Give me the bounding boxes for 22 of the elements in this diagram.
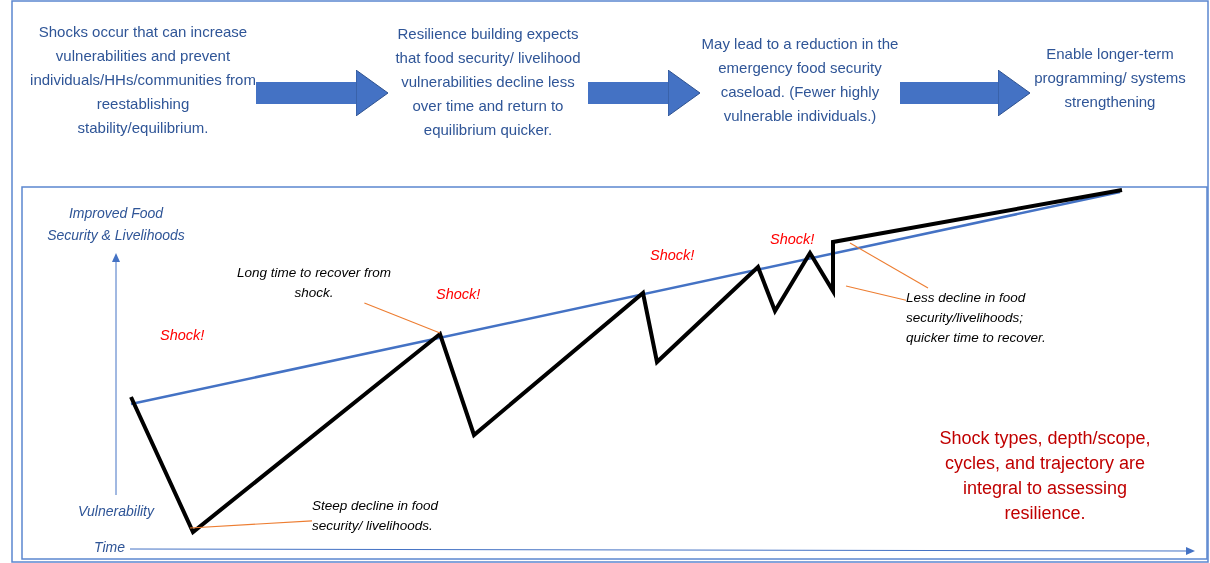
annotation-text: Long time to recover from shock.	[236, 263, 392, 303]
step-text: Resilience building expects that food security/ livelihood vulnerabilities decline less over time and return to equilibrium quicker.	[388, 22, 588, 142]
step-text: Enable longer-term programming/ systems strengthening	[1030, 42, 1190, 114]
leader-line	[189, 520, 313, 529]
axis-label: Time	[94, 538, 125, 557]
annotation-text: Steep decline in food security/ livelihoods.	[312, 496, 477, 536]
leader-line	[849, 242, 929, 289]
step-text: May lead to a reduction in the emergency food security caseload. (Fewer highly vulnerable individuals.)	[700, 32, 900, 128]
annotation-text: Less decline in food security/livelihoods; quicker time to recover.	[906, 288, 1054, 348]
axis-label: Improved Food Security & Livelihoods	[46, 204, 186, 245]
shock-label: Shock!	[770, 231, 815, 247]
leader-line	[363, 302, 441, 334]
leader-line	[845, 285, 907, 301]
note-text: Shock types, depth/scope, cycles, and trajectory are integral to assessing resilience.	[938, 427, 1152, 525]
shock-label: Shock!	[650, 247, 695, 263]
axis-label: Vulnerability	[77, 502, 156, 521]
block-arrow	[588, 69, 701, 117]
shock-label: Shock!	[436, 286, 481, 302]
block-arrow	[256, 69, 389, 117]
step-text: Shocks occur that can increase vulnerabilities and prevent individuals/HHs/communities from reestablishing stability/equilibrium.	[30, 20, 256, 140]
shock-label: Shock!	[160, 327, 205, 343]
block-arrow	[900, 69, 1031, 117]
